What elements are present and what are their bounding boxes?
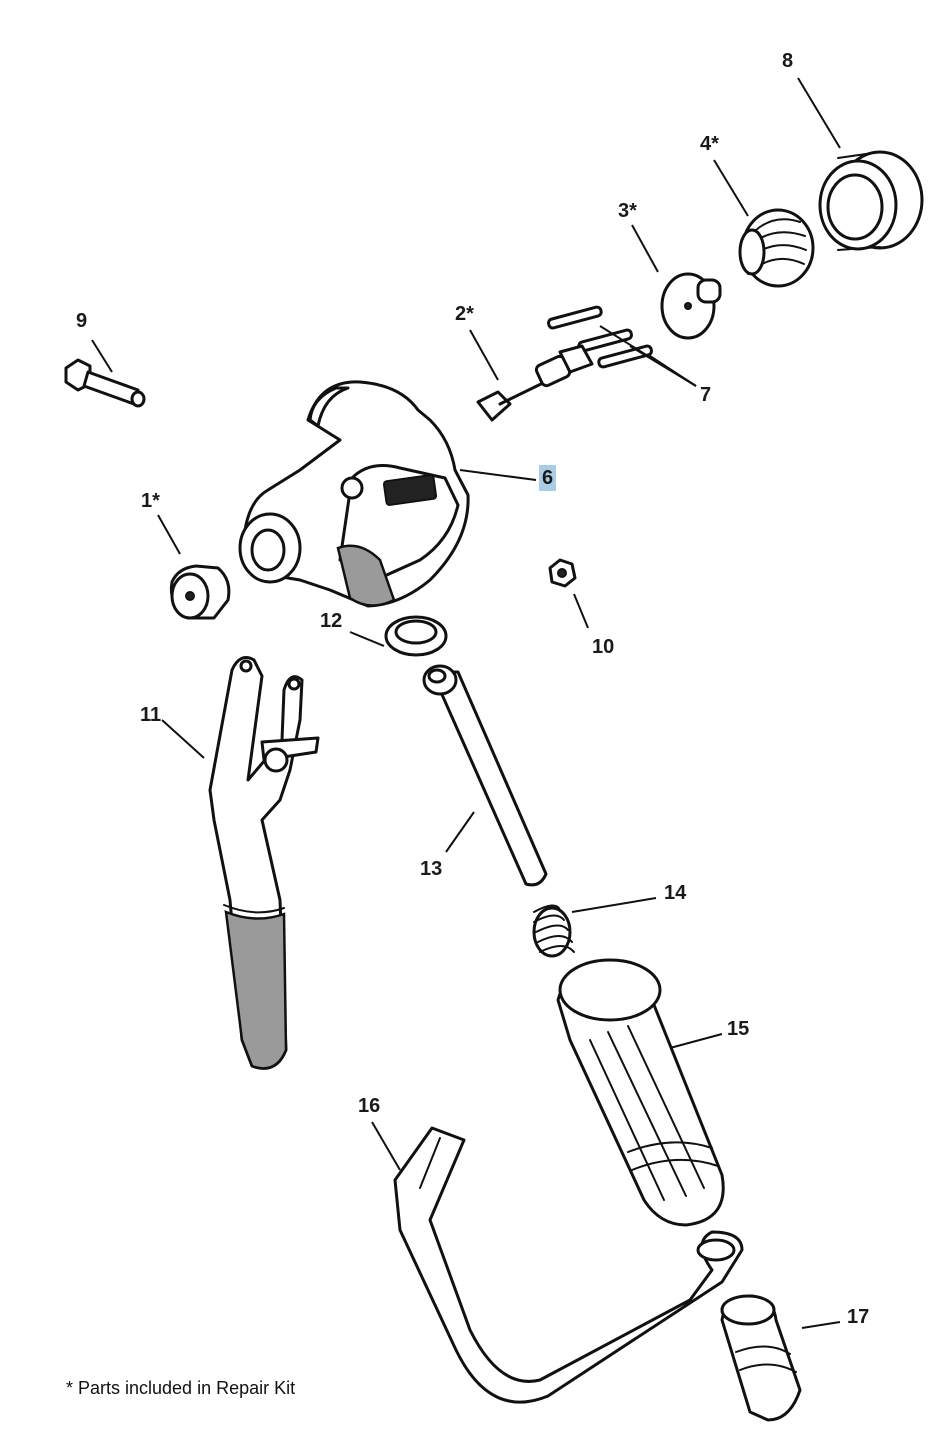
leader-lines bbox=[91, 77, 841, 1329]
part-3-diaphragm bbox=[660, 272, 722, 340]
callout-8: 8 bbox=[782, 50, 794, 72]
part-11-trigger bbox=[208, 656, 320, 1070]
leader-3 bbox=[631, 224, 659, 273]
leader-2 bbox=[469, 329, 499, 381]
callout-6: 6 bbox=[539, 465, 557, 491]
callout-12: 12 bbox=[320, 610, 343, 632]
callout-11: 11 bbox=[140, 704, 162, 726]
callout-14: 14 bbox=[664, 882, 687, 904]
callout-3: 3* bbox=[618, 200, 637, 222]
leader-8 bbox=[797, 77, 841, 149]
callout-2: 2* bbox=[455, 303, 474, 325]
footnote: * Parts included in Repair Kit bbox=[66, 1378, 296, 1398]
callout-7: 7 bbox=[700, 384, 712, 406]
part-6-gun-body bbox=[238, 380, 470, 608]
callout-17: 17 bbox=[847, 1306, 870, 1328]
callout-16: 16 bbox=[358, 1095, 381, 1117]
leader-13 bbox=[445, 811, 475, 853]
callout-13: 13 bbox=[420, 858, 443, 880]
leader-11 bbox=[161, 719, 205, 759]
leader-15 bbox=[669, 1033, 723, 1049]
part-13-tube bbox=[422, 664, 548, 887]
callout-4: 4* bbox=[700, 133, 719, 155]
leader-12 bbox=[349, 631, 385, 647]
leader-7c bbox=[649, 355, 697, 387]
callout-1: 1* bbox=[141, 490, 160, 512]
leader-9 bbox=[91, 339, 113, 373]
part-12-seal bbox=[384, 615, 448, 657]
callout-15: 15 bbox=[727, 1018, 750, 1040]
part-16-guard bbox=[393, 1126, 744, 1404]
part-10-nut bbox=[548, 558, 577, 588]
part-17-fitting bbox=[720, 1294, 802, 1422]
part-4-spring bbox=[738, 208, 815, 288]
part-15-handle bbox=[556, 958, 725, 1227]
leader-14 bbox=[571, 897, 657, 913]
part-1-housing bbox=[169, 564, 231, 620]
part-14-spring bbox=[532, 904, 575, 958]
leader-6 bbox=[459, 469, 537, 481]
leader-4 bbox=[713, 159, 749, 217]
callout-9: 9 bbox=[76, 310, 88, 332]
leader-16 bbox=[371, 1121, 401, 1171]
callout-10: 10 bbox=[592, 636, 615, 658]
part-2-needle bbox=[476, 344, 594, 422]
leader-17 bbox=[801, 1321, 841, 1329]
part-8-nut bbox=[818, 150, 924, 251]
leader-1 bbox=[157, 514, 181, 555]
leader-10 bbox=[573, 593, 589, 629]
part-9-bolt bbox=[64, 358, 146, 408]
